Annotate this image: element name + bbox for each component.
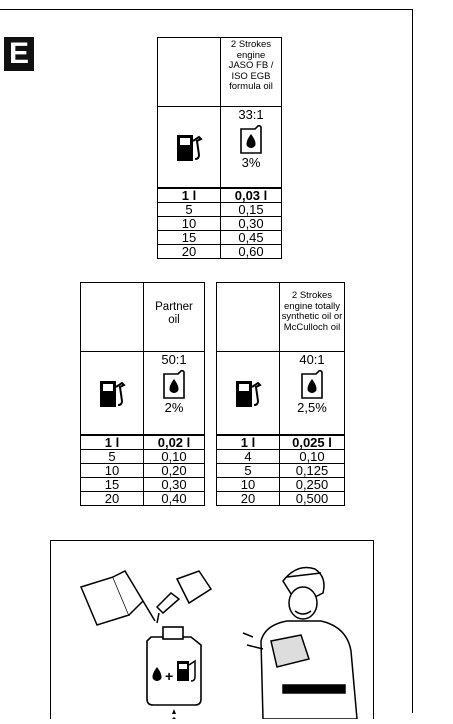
- oil-bottle-pouring-icon: [155, 570, 213, 624]
- oil-can-icon: [301, 370, 323, 399]
- fuel-pump-icon: [216, 351, 280, 436]
- oil-type-header: 2 Strokes engine JASO FB / ISO EGB formu…: [220, 37, 282, 107]
- fuel-mixing-illustration: +: [79, 566, 358, 720]
- page-frame-top: [0, 9, 413, 10]
- operator-with-chainsaw-figure: [242, 566, 358, 720]
- mix-ratio: 50:1: [161, 352, 187, 367]
- mixing-illustration-panel: +: [50, 540, 374, 720]
- oil-type-header: 2 Strokes engine totally synthetic oil o…: [279, 282, 345, 352]
- fuel-pump-icon: [157, 106, 221, 189]
- oil-drop-icon: [152, 667, 162, 681]
- mix-percent: 2%: [164, 400, 184, 415]
- mix-table-synthetic: 2 Strokes engine totally synthetic oil o…: [216, 282, 345, 506]
- mix-ratio: 33:1: [238, 107, 264, 122]
- oil-can-icon: [163, 370, 185, 399]
- fuel-can-pouring-icon: [79, 570, 156, 626]
- oil-can-icon: [240, 125, 262, 154]
- plus-icon: +: [165, 668, 173, 684]
- page-frame-right: [412, 9, 413, 713]
- fuel-pump-icon: [80, 351, 144, 436]
- mix-ratio: 40:1: [299, 352, 325, 367]
- mixing-jerrycan-icon: [146, 626, 202, 706]
- section-letter-badge: E: [4, 37, 34, 71]
- oil-type-header: Partner oil: [143, 282, 205, 352]
- mix-percent: 2,5%: [297, 400, 327, 415]
- mix-table-jaso: 2 Strokes engine JASO FB / ISO EGB formu…: [157, 37, 282, 259]
- mix-percent: 3%: [241, 155, 261, 170]
